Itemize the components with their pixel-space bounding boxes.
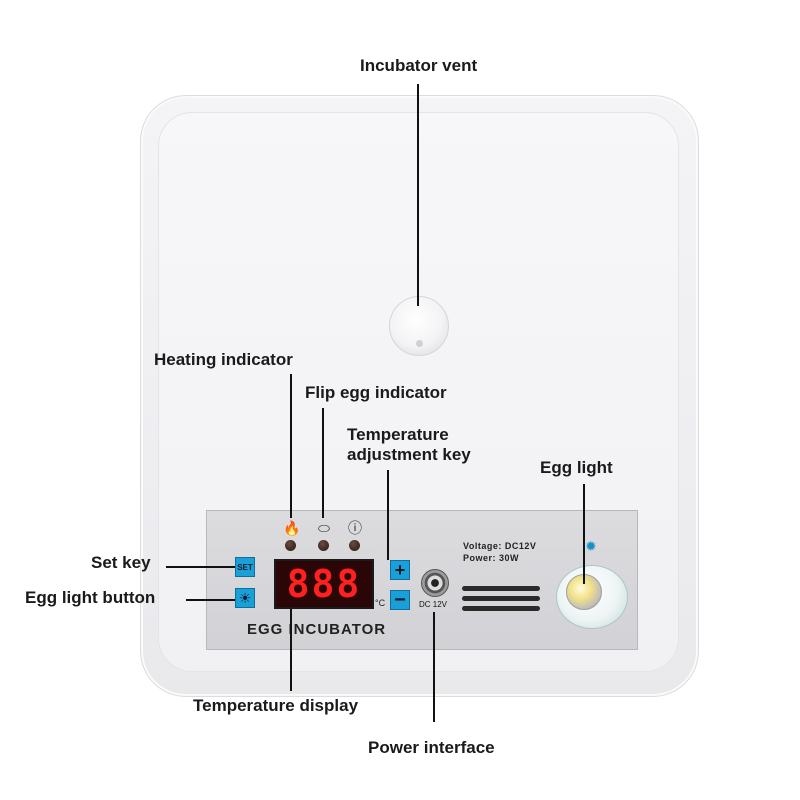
flip-egg-led xyxy=(318,540,329,551)
label-set-key: Set key xyxy=(91,553,151,572)
heating-led xyxy=(285,540,296,551)
leader-line xyxy=(417,84,419,306)
dc-label: DC 12V xyxy=(419,600,448,609)
leader-line xyxy=(583,484,585,584)
alarm-led xyxy=(349,540,360,551)
label-line: Temperature xyxy=(347,425,449,444)
leader-line xyxy=(433,612,435,722)
label-temperature-adjustment-key: Temperature adjustment key xyxy=(347,425,471,465)
leader-line xyxy=(186,599,235,601)
temperature-up-key[interactable]: + xyxy=(390,560,410,580)
temperature-down-key[interactable]: − xyxy=(390,589,410,611)
label-egg-light-button: Egg light button xyxy=(25,588,156,607)
voltage-spec: Voltage: DC12V xyxy=(463,541,537,551)
label-flip-egg-indicator: Flip egg indicator xyxy=(305,383,447,402)
leader-line xyxy=(290,374,292,518)
temperature-unit: °C xyxy=(375,598,386,608)
speaker-grille-slot xyxy=(462,606,540,611)
temperature-display: 888 xyxy=(274,559,374,609)
incubator-vent xyxy=(389,296,449,356)
sun-icon: ✹ xyxy=(585,538,597,554)
speaker-grille-slot xyxy=(462,586,540,591)
label-incubator-vent: Incubator vent xyxy=(360,56,478,75)
leader-line xyxy=(290,609,292,691)
egg-light-bulb xyxy=(566,574,602,610)
vent-hole xyxy=(416,340,423,347)
power-spec: Power: 30W xyxy=(463,553,520,563)
flame-icon: 🔥 xyxy=(283,520,301,536)
leader-line xyxy=(322,408,324,518)
egg-icon: ⬭ xyxy=(318,520,330,536)
label-power-interface: Power interface xyxy=(368,738,495,757)
power-interface[interactable] xyxy=(421,569,449,597)
label-egg-light: Egg light xyxy=(540,458,613,477)
alert-icon: ⓘ xyxy=(348,520,362,536)
leader-line xyxy=(166,566,235,568)
set-key[interactable]: SET xyxy=(235,557,255,577)
leader-line xyxy=(387,470,389,560)
brand-label: EGG INCUBATOR xyxy=(247,621,387,638)
label-heating-indicator: Heating indicator xyxy=(154,350,293,369)
speaker-grille-slot xyxy=(462,596,540,601)
label-line: adjustment key xyxy=(347,445,471,464)
egg-light-button[interactable]: ☀ xyxy=(235,588,255,608)
label-temperature-display: Temperature display xyxy=(193,696,359,715)
sun-icon: ☀ xyxy=(238,589,252,606)
